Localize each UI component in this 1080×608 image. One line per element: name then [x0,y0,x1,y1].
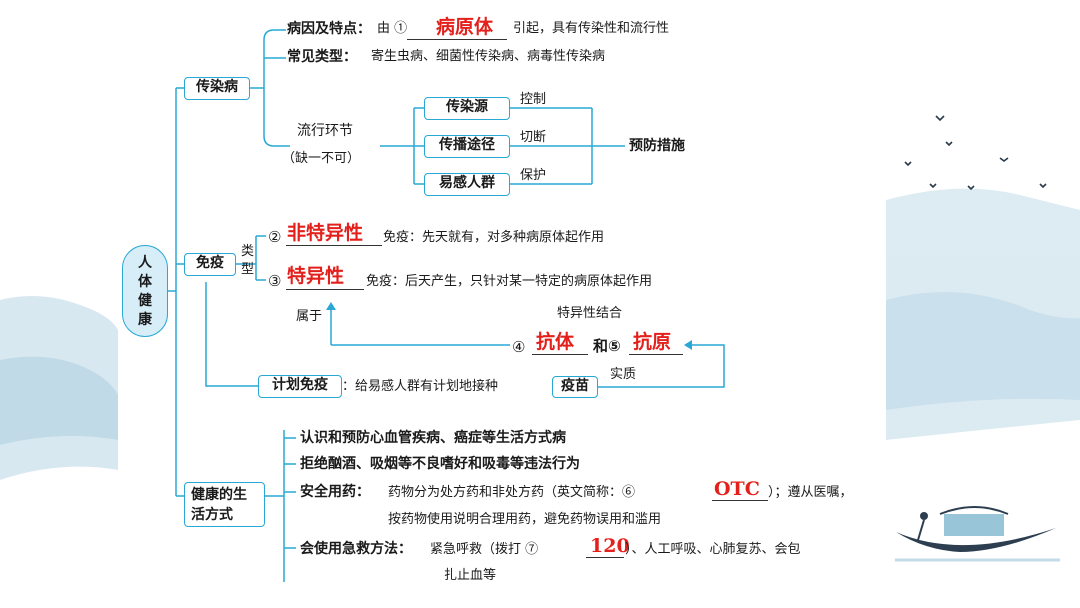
node-infectious-disease: 传染病 [184,77,250,100]
right-mountain-wash [886,188,1080,440]
safe-drug-text2: ）；遵从医嘱， [768,485,853,500]
root-char: 康 [138,312,152,328]
first-aid-text1: 紧急呼救（拨打 ⑦ [430,542,539,557]
essence-label: 实质 [610,367,637,382]
cause-pre: 由 ① [377,21,408,36]
type-label-char: 类 [241,244,255,259]
measure-protect: 保护 [520,168,547,183]
node-immunity: 免疫 [184,253,236,276]
prevention-measures: 预防措施 [629,138,685,154]
answer-3-specific: 特异性 [287,265,345,287]
measure-cut-off: 切断 [520,130,547,145]
node-susceptible-population: 易感人群 [424,173,510,196]
birds-decoration [904,115,1047,191]
answer-5-antigen: 抗原 [633,331,672,353]
cause-label: 病因及特点： [287,21,371,37]
root-char: 健 [138,293,152,309]
root-char: 人 [138,255,152,271]
lifestyle-item: 拒绝酗酒、吸烟等不良嗜好和吸毒等违法行为 [300,456,580,472]
types-label: 常见类型： [287,49,357,65]
binding-label: 特异性结合 [557,306,623,321]
safe-drug-text3: 按药物使用说明合理用药，避免药物误用和滥用 [388,512,662,527]
links-label: 流行环节 [297,123,353,139]
lifestyle-title-line: 健康的生 [191,487,247,503]
node-planned-immunity: 计划免疫 [258,375,342,398]
answer-underline [286,245,382,246]
safe-drug-label: 安全用药： [300,484,370,500]
type-label-char: 型 [241,262,255,277]
node-healthy-lifestyle: 健康的生 活方式 [184,482,265,527]
answer-underline [286,289,364,290]
measure-control: 控制 [520,92,547,107]
specific-desc: 免疫：后天产生，只针对某一特定的病原体起作用 [366,274,653,289]
first-aid-text2: ）、人工呼吸、心肺复苏、会包 [625,542,801,557]
num-3: ③ [268,272,282,290]
num-2: ② [268,228,282,246]
answer-underline [629,354,683,355]
first-aid-label: 会使用急救方法： [300,541,412,557]
lifestyle-item: 认识和预防心血管疾病、癌症等生活方式病 [300,430,566,446]
types-text: 寄生虫病、细菌性传染病、病毒性传染病 [371,49,606,64]
nonspecific-desc: 免疫：先天就有，对多种病原体起作用 [383,230,605,245]
answer-underline [586,557,624,558]
cause-post: 引起，具有传染性和流行性 [513,21,670,36]
answer-1-pathogen: 病原体 [436,16,494,38]
answer-6-otc: OTC [714,478,760,500]
belongs-label: 属于 [296,309,323,324]
answer-7-120: 120 [590,535,630,557]
num-4: ④ [512,338,526,356]
root-char: 体 [138,274,152,290]
links-note: （缺一不可） [282,151,361,166]
answer-underline [712,500,768,501]
answer-2-nonspecific: 非特异性 [287,222,364,244]
node-infection-source: 传染源 [424,97,510,120]
answer-underline [407,39,507,40]
boat-decoration [895,506,1060,562]
and-label: 和⑤ [593,337,621,355]
safe-drug-text1: 药物分为处方药和非处方药（英文简称：⑥ [388,485,636,500]
node-vaccine: 疫苗 [552,376,598,398]
arrow-heads [326,302,692,350]
answer-underline [532,354,588,355]
lifestyle-title-line: 活方式 [191,507,233,523]
node-transmission-route: 传播途径 [424,135,510,158]
planned-text: ：给易感人群有计划地接种 [342,379,499,394]
answer-4-antibody: 抗体 [536,331,575,353]
first-aid-text3: 扎止血等 [444,568,497,583]
left-mountain-wash [0,296,118,480]
root-node-human-health: 人 体 健 康 [122,245,168,337]
